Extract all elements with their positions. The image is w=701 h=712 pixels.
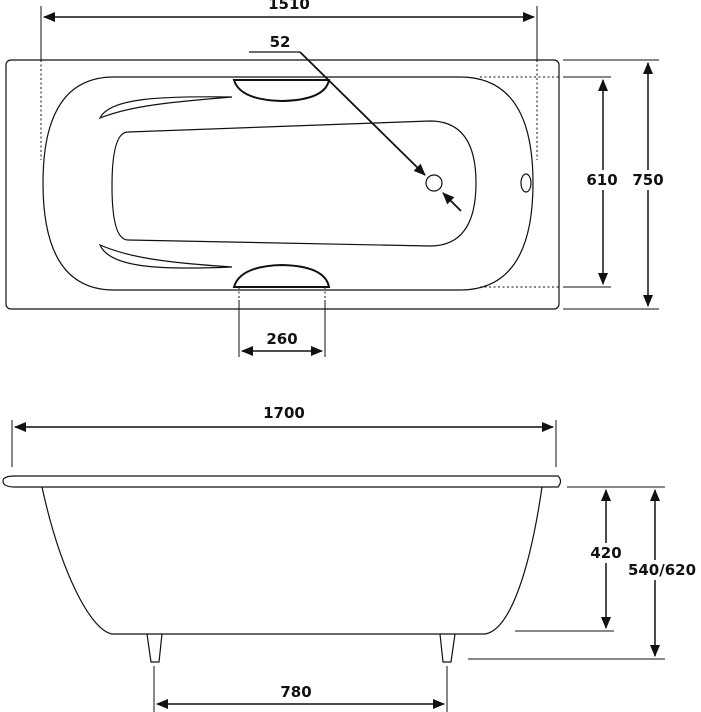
extension-lines-side: [11, 420, 665, 712]
dim-label-780: 780: [280, 683, 311, 701]
dim-label-610: 610: [586, 171, 617, 189]
tub-rim-side: [2, 475, 562, 488]
headrest-groove-top: [98, 96, 233, 120]
tub-body-side: [41, 486, 543, 635]
tub-basin-contour: [42, 76, 534, 291]
dim-label-540-620: 540/620: [628, 561, 696, 579]
top-view: 1510 52 610 750 260: [5, 0, 667, 357]
headrest-groove-bottom: [98, 243, 233, 269]
leg-left: [146, 633, 163, 663]
dim-label-1700: 1700: [263, 404, 305, 422]
side-view: 1700 420 540/620 780: [2, 404, 701, 712]
handle-bottom: [232, 263, 331, 288]
drain-arrow: [442, 192, 462, 212]
dim-label-52: 52: [270, 33, 291, 51]
projection-lines-top: [40, 60, 559, 345]
overflow-hole: [520, 173, 532, 193]
dim-label-420: 420: [590, 544, 621, 562]
dim-label-260: 260: [266, 330, 297, 348]
drain-hole: [425, 174, 443, 192]
dim-label-750: 750: [632, 171, 663, 189]
handle-top: [232, 79, 331, 103]
tub-floor-contour: [111, 120, 477, 247]
leader-arrow-52: [299, 51, 426, 176]
tub-rim-outline: [5, 59, 560, 310]
extension-lines-top: [40, 6, 659, 357]
leg-right: [439, 633, 456, 663]
dim-label-1510: 1510: [268, 0, 310, 13]
